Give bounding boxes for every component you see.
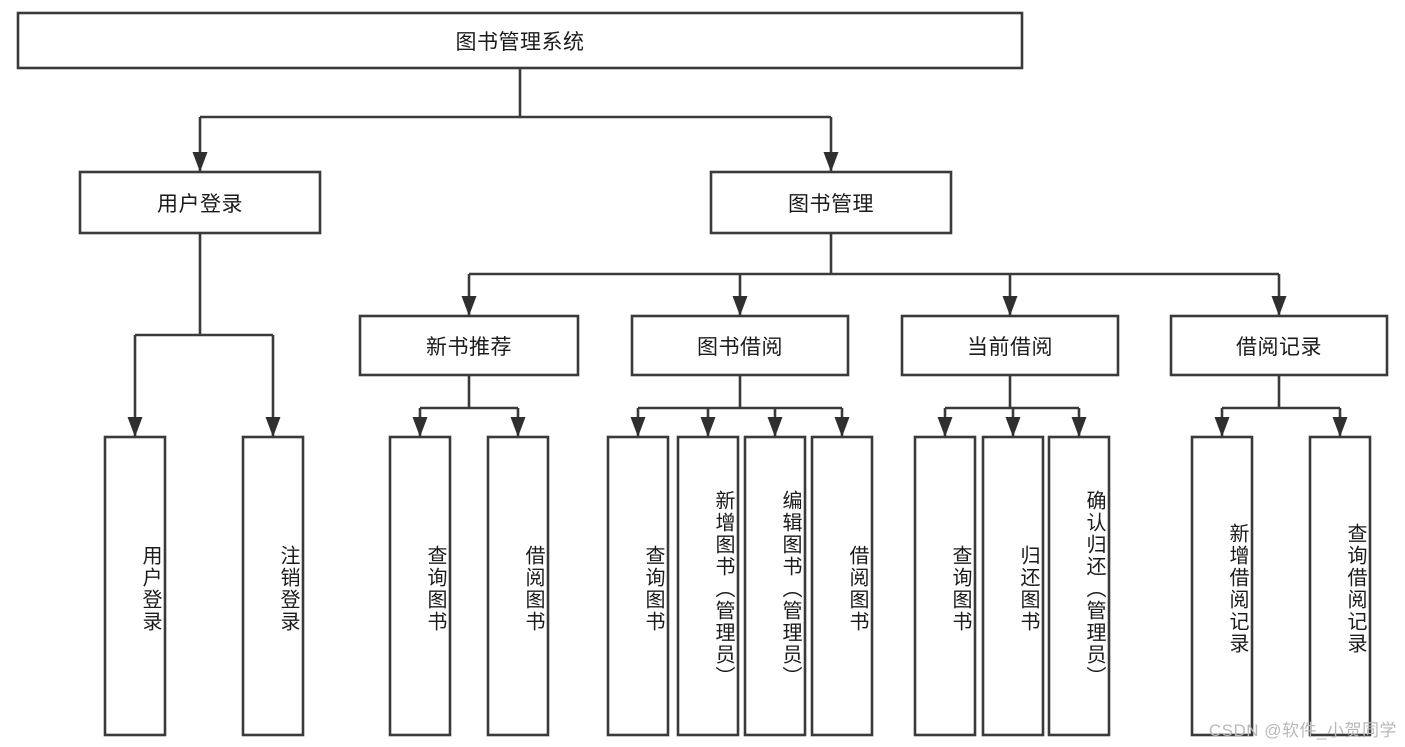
arrow-head-icon bbox=[937, 417, 953, 437]
arrow-head-icon bbox=[823, 152, 839, 172]
node-box-leaf-add-record[interactable] bbox=[1190, 435, 1254, 737]
edge-layer bbox=[127, 68, 1348, 437]
node-box-leaf-query-book-2[interactable] bbox=[606, 435, 670, 737]
node-box-leaf-return-book[interactable] bbox=[981, 435, 1045, 737]
arrow-head-icon bbox=[461, 296, 477, 316]
arrow-head-icon bbox=[265, 417, 281, 437]
node-box-leaf-borrow-book-2[interactable] bbox=[810, 435, 874, 737]
arrow-head-icon bbox=[767, 417, 783, 437]
arrow-head-icon bbox=[732, 296, 748, 316]
node-box-leaf-query-record[interactable] bbox=[1308, 435, 1372, 737]
arrow-head-icon bbox=[127, 417, 143, 437]
node-box-leaf-user-login[interactable] bbox=[103, 435, 167, 737]
node-box-user-login[interactable] bbox=[78, 170, 322, 235]
node-box-leaf-edit-book[interactable] bbox=[743, 435, 807, 737]
node-box-leaf-confirm-return[interactable] bbox=[1047, 435, 1111, 737]
node-box-root[interactable] bbox=[16, 11, 1024, 70]
box-layer bbox=[16, 11, 1389, 737]
arrow-head-icon bbox=[1332, 417, 1348, 437]
watermark-csdn: CSDN @软件_小贺同学 bbox=[1208, 721, 1397, 740]
node-box-borrow-record[interactable] bbox=[1169, 314, 1389, 377]
node-box-leaf-borrow-book-1[interactable] bbox=[486, 435, 550, 737]
node-box-book-manage[interactable] bbox=[709, 170, 953, 235]
node-box-leaf-add-book[interactable] bbox=[676, 435, 740, 737]
arrow-head-icon bbox=[192, 152, 208, 172]
arrow-head-icon bbox=[1071, 417, 1087, 437]
arrow-head-icon bbox=[1214, 417, 1230, 437]
arrow-head-icon bbox=[1005, 417, 1021, 437]
arrow-head-icon bbox=[1002, 296, 1018, 316]
arrow-head-icon bbox=[510, 417, 526, 437]
arrow-head-icon bbox=[412, 417, 428, 437]
arrow-head-icon bbox=[834, 417, 850, 437]
arrow-head-icon bbox=[1271, 296, 1287, 316]
node-box-book-borrow[interactable] bbox=[630, 314, 850, 377]
node-box-leaf-query-book-3[interactable] bbox=[913, 435, 977, 737]
node-box-leaf-query-book-1[interactable] bbox=[388, 435, 452, 737]
node-box-current-borrow[interactable] bbox=[900, 314, 1120, 377]
arrow-head-icon bbox=[700, 417, 716, 437]
node-box-new-book-rec[interactable] bbox=[358, 314, 580, 377]
node-box-leaf-logout[interactable] bbox=[241, 435, 305, 737]
arrow-head-icon bbox=[630, 417, 646, 437]
